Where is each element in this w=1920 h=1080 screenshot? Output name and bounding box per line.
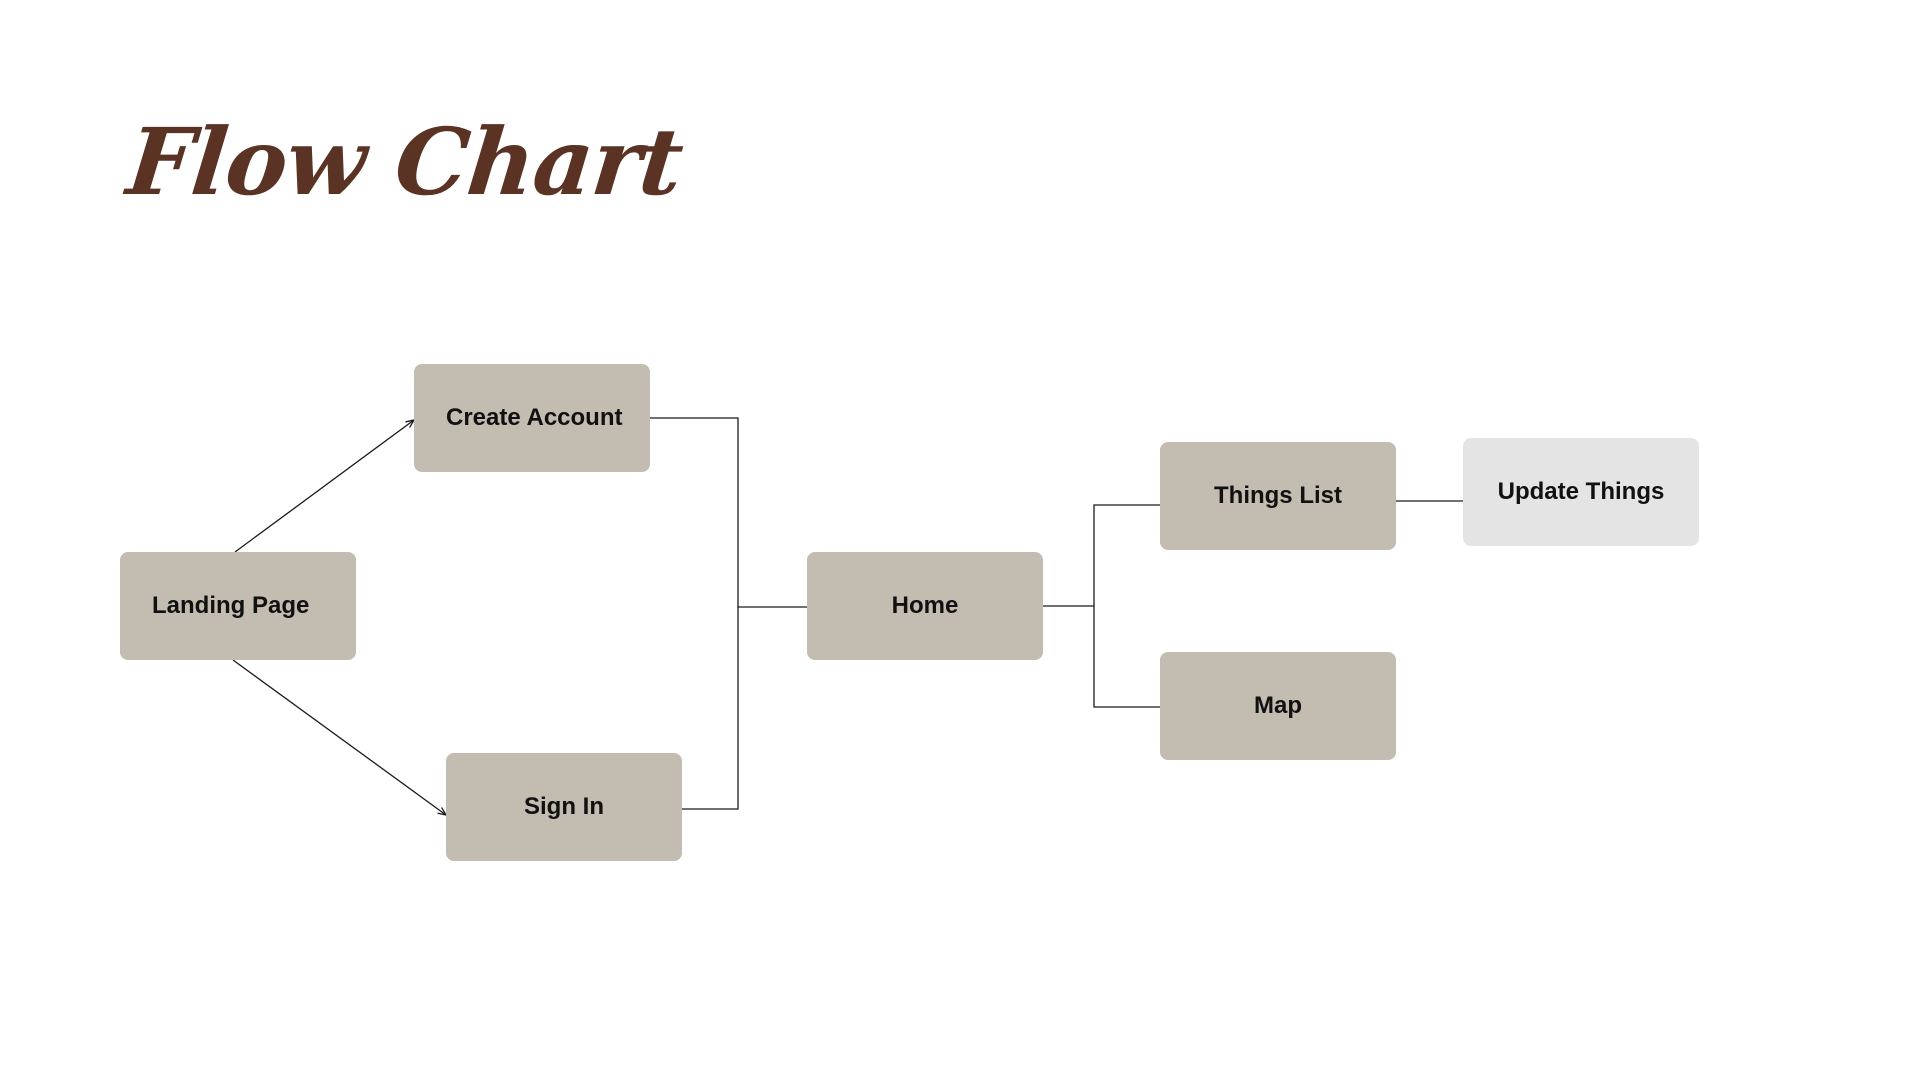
node-map[interactable]: Map — [1160, 652, 1396, 760]
edge-sign-in-to-home — [682, 607, 739, 810]
node-label: Things List — [1214, 482, 1342, 509]
node-home[interactable]: Home — [807, 552, 1043, 660]
node-label: Map — [1254, 692, 1302, 719]
edge-landing-to-sign-in — [232, 659, 446, 815]
node-create-account[interactable]: Create Account — [414, 364, 650, 472]
node-update-things[interactable]: Update Things — [1463, 438, 1699, 546]
node-label: Landing Page — [152, 592, 310, 619]
node-label: Home — [891, 592, 959, 619]
edge-create-account-to-home — [650, 417, 807, 608]
edge-home-to-things-list — [1043, 504, 1160, 607]
node-things-list[interactable]: Things List — [1160, 442, 1396, 550]
edge-landing-to-create-account — [234, 420, 414, 553]
node-sign-in[interactable]: Sign In — [446, 753, 682, 861]
page-title: Flow Chart — [122, 108, 688, 216]
edge-home-to-map — [1093, 606, 1160, 708]
node-label: Sign In — [524, 793, 604, 820]
node-landing-page[interactable]: Landing Page — [120, 552, 356, 660]
node-label: Update Things — [1497, 478, 1665, 505]
node-label: Create Account — [446, 404, 623, 431]
